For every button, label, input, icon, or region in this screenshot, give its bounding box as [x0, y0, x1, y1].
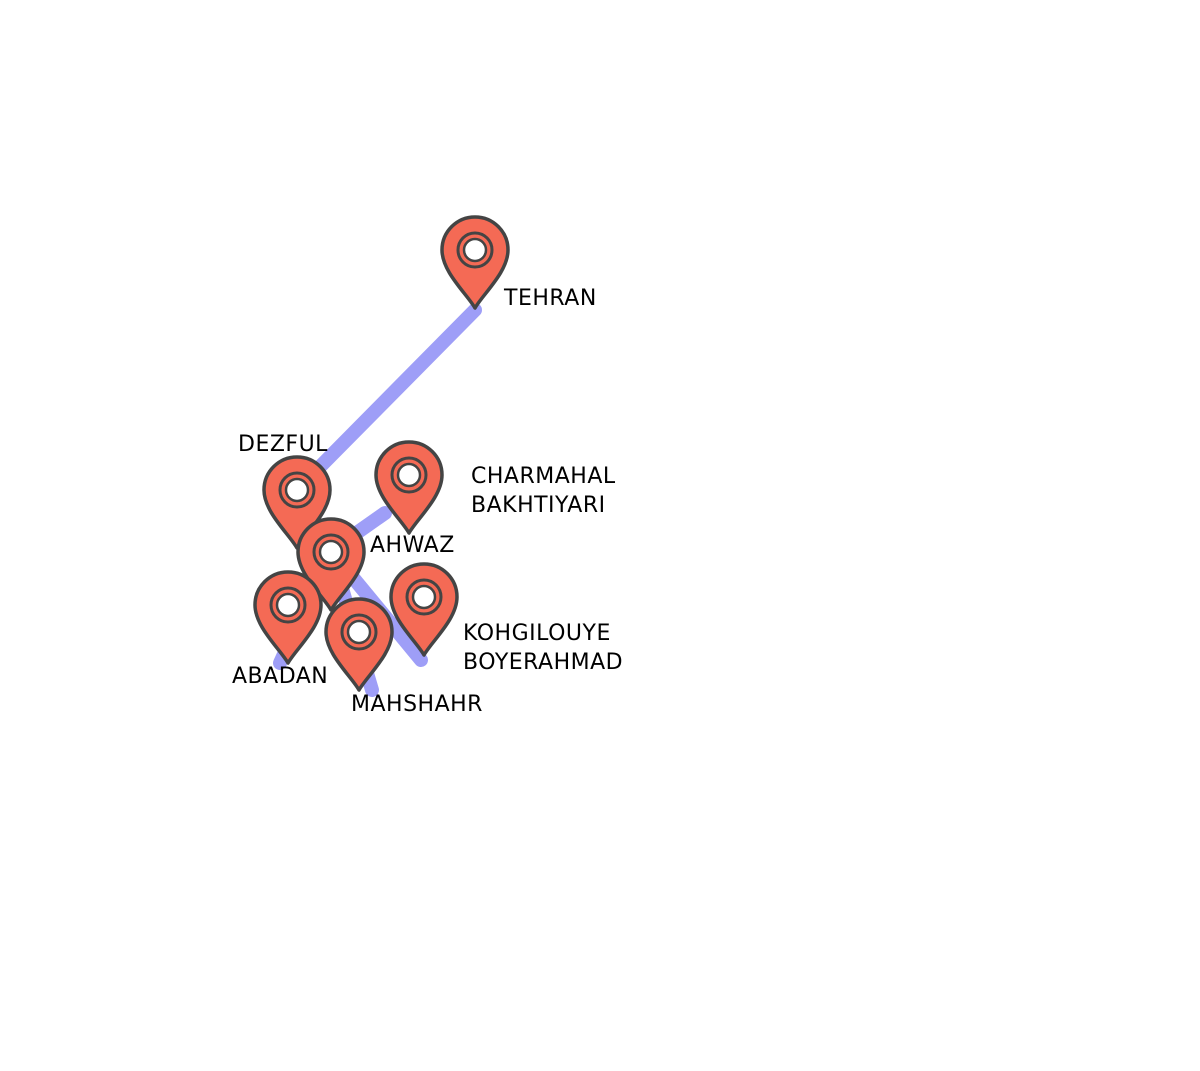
route-tehran-to-dezful	[290, 303, 482, 497]
city-label-dezful: DEZFUL	[238, 432, 328, 457]
markers-layer	[253, 215, 510, 692]
city-label-line: BOYERAHMAD	[463, 650, 623, 675]
city-label-line: KOHGILOUYE	[463, 621, 611, 646]
city-label-kohgilouye-boyerahmad: KOHGILOUYE BOYERAHMAD	[463, 621, 623, 675]
map-pin-icon-abadan[interactable]	[253, 570, 323, 665]
city-label-mahshahr: MAHSHAHR	[351, 692, 483, 717]
map-pin-icon-charmahal-bakhtiyari[interactable]	[374, 440, 444, 535]
city-label-tehran: TEHRAN	[503, 286, 597, 311]
map-pin-icon-tehran[interactable]	[440, 215, 510, 310]
city-label-line: BAKHTIYARI	[471, 493, 606, 518]
map-pin-icon-mahshahr[interactable]	[324, 597, 394, 692]
labels-layer: TEHRAN DEZFUL CHARMAHAL BAKHTIYARI AHWAZ KOHG…	[232, 286, 623, 717]
city-label-abadan: ABADAN	[232, 664, 328, 689]
city-label-line: DEZFUL	[238, 432, 328, 457]
city-label-charmahal-bakhtiyari: CHARMAHAL BAKHTIYARI	[471, 464, 616, 518]
map-pin-icon-kohgilouye-boyerahmad[interactable]	[389, 562, 459, 657]
city-label-line: TEHRAN	[503, 286, 597, 311]
city-label-ahwaz: AHWAZ	[370, 533, 455, 558]
city-label-line: MAHSHAHR	[351, 692, 483, 717]
city-label-line: CHARMAHAL	[471, 464, 616, 489]
city-label-line: ABADAN	[232, 664, 328, 689]
city-label-line: AHWAZ	[370, 533, 455, 558]
